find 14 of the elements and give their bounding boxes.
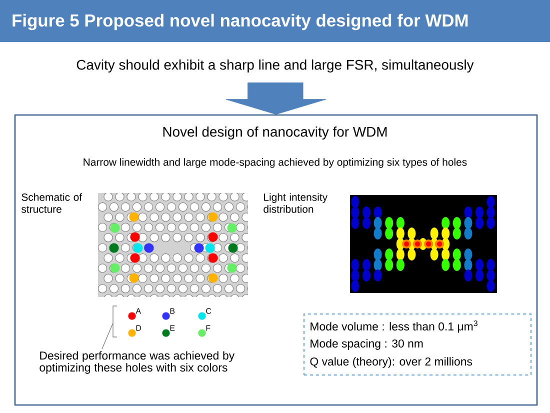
section-label: Light intensity distribution: [264, 193, 328, 213]
note-text: Desired performance was achieved by optimizing these holes with six colors: [40, 351, 235, 374]
title-banner: Figure 5 Proposed novel nanocavity designed for WDM: [0, 0, 550, 42]
result-line: Mode volume : less than 0.1 μm$^{3}$: [310, 320, 478, 333]
panel-heading: Novel design of nanocavity for WDM: [163, 126, 387, 140]
panel-subtitle: Narrow linewidth and large mode-spacing achieved by optimizing six types of holes: [84, 158, 467, 168]
leader-line: [102, 322, 114, 350]
block-arrow: [226, 82, 326, 115]
panel-box: [14, 114, 538, 406]
section-label: Schematic of structure: [22, 193, 82, 213]
statement-text: Cavity should exhibit a sharp line and large FSR, simultaneously: [76, 60, 474, 72]
result-line: Mode spacing : 30 nm: [310, 339, 423, 350]
result-line: Q value (theory): over 2 millions: [310, 357, 472, 368]
results-box: [304, 314, 532, 376]
